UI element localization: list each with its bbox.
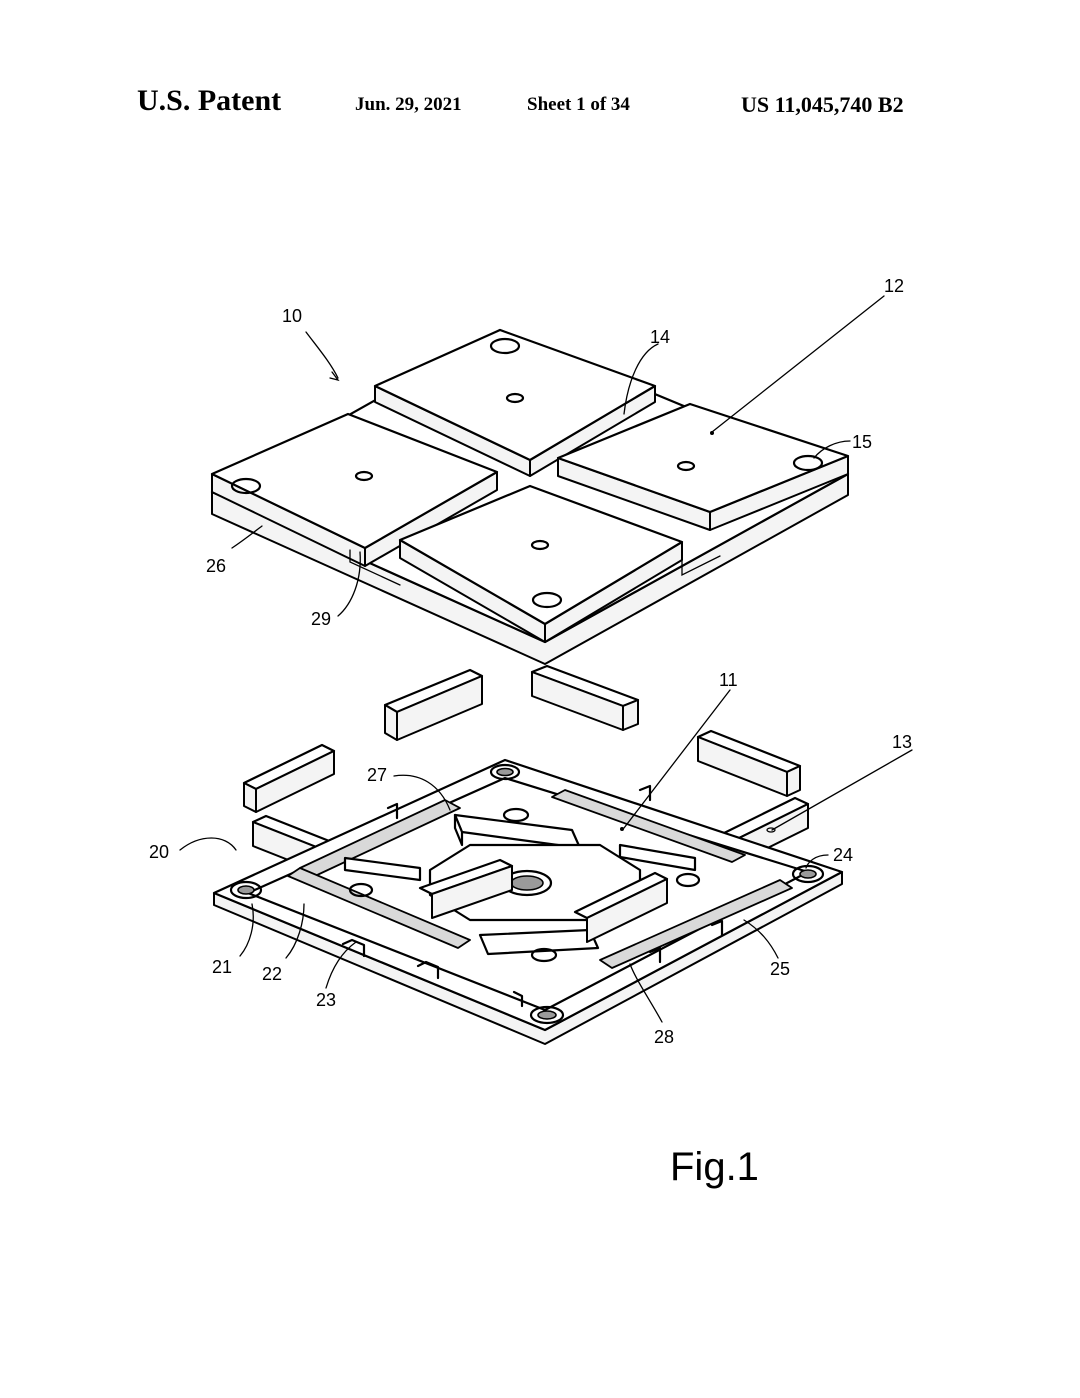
pad-front-top [398,484,684,626]
lower-base-frame [212,758,844,1045]
leader-28 [629,963,663,1023]
frame-corner-hole-front [529,1005,565,1025]
pad-right-corner-hole [792,454,824,472]
leader-14 [623,343,659,415]
pad-front-corner-hole [531,591,563,609]
ref-25: 25 [770,959,790,979]
pad-left-corner-hole [230,477,262,495]
rib-cross-front [478,928,600,956]
ref-27: 27 [367,765,387,785]
leader-22 [285,903,305,959]
frame-corner-hole-right [791,864,825,884]
block-b-end [622,699,639,731]
cover-groove-step [349,549,721,586]
leader-25 [743,919,779,959]
ref-21: 21 [212,957,232,977]
pocket-hole-back [502,807,530,823]
slot-block-center-left-front [431,865,513,919]
ref-12: 12 [884,276,904,296]
pad-front-center-hole [530,539,550,551]
block-d-front [697,736,788,797]
figure-caption: Fig.1 [670,1145,759,1189]
leader-29 [337,551,361,617]
pocket-hole-front [530,947,558,963]
ref-15: 15 [852,432,872,452]
ref-22: 22 [262,964,282,984]
rib-front-left [287,867,471,949]
block-a-front [396,675,483,741]
leader-27 [393,774,451,811]
rib-cross-back-end [453,813,464,847]
pad-left-top [210,412,499,550]
pocket-hole-left [348,882,374,898]
ref-23: 23 [316,990,336,1010]
frame-corner-hole-front-inner [537,1010,557,1020]
rib-back-right [551,789,746,863]
upper-cover-plate [210,328,850,665]
center-boss-inner [510,875,544,891]
pad-right-center-hole [676,460,696,472]
leader-lines [179,295,913,1023]
rib-cross-right [618,843,697,872]
ref-26: 26 [206,556,226,576]
pad-right-top [556,402,850,514]
leader-10-arrow [329,371,340,382]
leader-23 [325,941,357,989]
leader-12 [711,295,885,433]
block-f-mark [766,827,776,833]
block-b-front [531,671,624,731]
ref-20: 20 [149,842,169,862]
leader-10 [305,331,339,379]
header-title: U.S. Patent [137,84,282,117]
rib-cross-left [343,856,422,882]
leader-24 [805,854,829,869]
frame-corner-hole-right-inner [799,869,817,879]
block-c-front [255,750,335,813]
frame-corner-hole-back-inner [496,767,514,777]
leader-21 [239,903,254,957]
block-c-end [243,782,257,813]
header-sheet: Sheet 1 of 34 [527,94,630,115]
ref-28: 28 [654,1027,674,1047]
header-date: Jun. 29, 2021 [355,94,462,115]
block-d-end [786,765,801,797]
frame-marker-dot [620,827,624,831]
block-a-end [384,704,398,741]
frame-corner-hole-left [229,880,263,900]
leader-13 [771,749,913,831]
pocket-hole-right [675,872,701,888]
rim-notches [341,784,724,1008]
rib-front-right [599,879,793,969]
header-patent-number: US 11,045,740 B2 [741,92,904,117]
leader-26 [231,525,263,549]
leader-20 [179,837,237,851]
pad-back-corner-hole [489,337,521,355]
ref-11: 11 [719,670,738,690]
ref-29: 29 [311,609,331,629]
slot-block-center-right-front [586,878,668,943]
ref-10: 10 [282,306,302,326]
ref-13: 13 [892,732,912,752]
pad-left-center-hole [354,470,374,482]
leader-11 [623,689,731,829]
ref-24: 24 [833,845,853,865]
ref-14: 14 [650,327,670,347]
frame-corner-hole-left-inner [237,885,255,895]
pad-back-center-hole [505,392,525,404]
reference-numerals: 10 12 14 15 26 29 11 13 27 20 24 21 22 2… [149,276,912,1047]
frame-corner-hole-back [489,763,521,781]
leader-15 [813,440,851,459]
